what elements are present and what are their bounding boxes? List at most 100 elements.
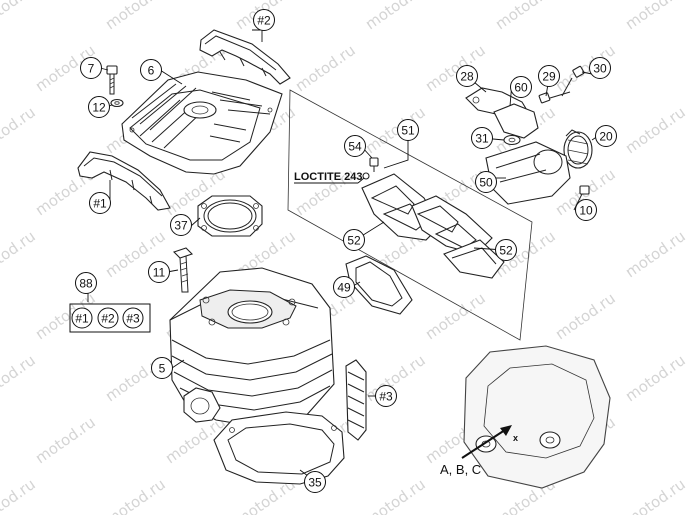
callout-circle — [253, 9, 275, 31]
callout-circle — [538, 65, 560, 87]
callout-1: #1 — [89, 192, 111, 214]
callout-label: 5 — [159, 362, 166, 376]
watermark-text: motod.ru — [0, 351, 39, 405]
bolt-30 — [561, 65, 585, 97]
watermark-text: motod.ru — [362, 0, 429, 33]
watermark-text: motod.ru — [362, 475, 429, 515]
callout-label: 52 — [347, 234, 361, 248]
watermark-text: motod.ru — [622, 0, 686, 33]
callout-circle — [304, 471, 326, 493]
callout-51: 51 — [397, 119, 419, 141]
watermark-text: motod.ru — [682, 41, 686, 95]
washer-12 — [110, 98, 124, 108]
callout-circle — [71, 307, 93, 329]
callout-52b: 52 — [495, 239, 517, 261]
callout-label: 35 — [308, 476, 322, 490]
watermark-text: motod.ru — [682, 289, 686, 343]
callout-label: 20 — [599, 130, 613, 144]
callout-label: #2 — [101, 312, 115, 326]
callout-6: 6 — [140, 59, 162, 81]
callout-label: #1 — [75, 312, 89, 326]
callout-10: 10 — [575, 199, 597, 221]
marking-x-glyph: x — [513, 433, 518, 443]
callout-circle — [344, 135, 366, 157]
spacer-bracket-2 — [199, 29, 291, 85]
callout-circle — [75, 272, 97, 294]
callout-circle — [475, 171, 497, 193]
bolt-29 — [538, 91, 571, 104]
callout-7: 7 — [80, 57, 102, 79]
callout-label: 50 — [479, 176, 493, 190]
hose-clamp-20 — [563, 129, 593, 169]
watermark-text: motod.ru — [0, 227, 39, 281]
callout-label: 37 — [174, 219, 188, 233]
callout-circle — [151, 357, 173, 379]
watermark-text: motod.ru — [292, 41, 359, 95]
callout-circle — [495, 239, 517, 261]
base-gasket-35 — [213, 411, 345, 485]
engine-code-label: A, B, C — [440, 462, 481, 477]
spacer-3 — [345, 359, 367, 441]
watermark-text: motod.ru — [0, 0, 39, 33]
callout-20: 20 — [595, 125, 617, 147]
callout-54: 54 — [344, 135, 366, 157]
callout-label: 12 — [92, 101, 106, 115]
watermark-text: motod.ru — [622, 103, 686, 157]
callout-circle — [595, 125, 617, 147]
marking-arrow — [461, 425, 512, 459]
callout-label: 54 — [348, 140, 362, 154]
callout-label: #1 — [93, 197, 107, 211]
reed-petal — [443, 239, 505, 279]
watermark-text: motod.ru — [102, 0, 169, 33]
sealant-label: LOCTITE 243 — [294, 171, 362, 183]
callout-37: 37 — [170, 214, 192, 236]
callout-88: 88 — [75, 272, 97, 294]
watermark-text: motod.ru — [682, 165, 686, 219]
callout-label: 6 — [148, 64, 155, 78]
callout-label: 10 — [579, 204, 593, 218]
plug-54 — [362, 157, 379, 180]
callout-label: 51 — [401, 124, 415, 138]
watermark-text: motod.ru — [682, 413, 686, 467]
callout-circle — [80, 57, 102, 79]
callout-3: #3 — [375, 385, 397, 407]
watermark-text: motod.ru — [32, 413, 99, 467]
callout-29: 29 — [538, 65, 560, 87]
cylinder-head-6 — [121, 71, 283, 175]
callout-k3: #3 — [122, 307, 144, 329]
callout-label: #2 — [257, 14, 271, 28]
callout-label: #3 — [379, 390, 393, 404]
callout-50: 50 — [475, 171, 497, 193]
callout-circle — [140, 59, 162, 81]
callout-label: 7 — [88, 62, 95, 76]
crankcase-marking-panel: x — [463, 345, 611, 489]
callout-label: 29 — [542, 70, 556, 84]
watermark-text: motod.ru — [102, 475, 169, 515]
callout-circle — [148, 261, 170, 283]
callout-circle — [397, 119, 419, 141]
sealant-label-group: LOCTITE 243 — [294, 171, 365, 184]
callout-60: 60 — [510, 76, 532, 98]
callout-label: #3 — [126, 312, 140, 326]
callout-label: 30 — [593, 62, 607, 76]
callout-circle — [375, 385, 397, 407]
callout-label: 60 — [514, 81, 528, 95]
watermark-text: motod.ru — [622, 227, 686, 281]
callout-30: 30 — [589, 57, 611, 79]
watermark-text: motod.ru — [492, 0, 559, 33]
callout-2: #2 — [253, 9, 275, 31]
watermark-text: motod.ru — [422, 289, 489, 343]
callout-label: 31 — [475, 132, 489, 146]
callout-label: 52 — [499, 244, 513, 258]
callout-circle — [575, 199, 597, 221]
bolt-7 — [106, 65, 118, 95]
head-gasket-37 — [197, 195, 263, 237]
callout-circle — [88, 96, 110, 118]
stud-bolt-11 — [172, 247, 194, 293]
callout-label: 28 — [460, 70, 474, 84]
callout-12: 12 — [88, 96, 110, 118]
callout-52a: 52 — [343, 229, 365, 251]
callout-circle — [122, 307, 144, 329]
watermark-text: motod.ru — [552, 289, 619, 343]
